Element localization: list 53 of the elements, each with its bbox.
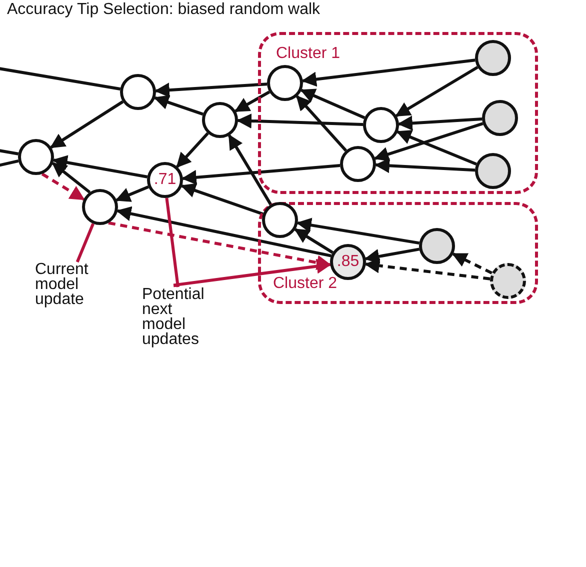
arrow (154, 95, 204, 116)
node-circle (482, 100, 518, 136)
arrow (50, 100, 124, 149)
annotation-text: Potential next model updates (142, 287, 214, 347)
arrow (228, 134, 272, 206)
arrow (374, 122, 484, 162)
connector-line (0, 148, 19, 156)
node-circle (262, 202, 298, 238)
arrow (52, 155, 148, 178)
arrow (181, 164, 340, 185)
arrow (296, 95, 348, 152)
node-circle (490, 263, 526, 299)
arrow (364, 248, 420, 264)
arrow (52, 162, 91, 194)
node-circle (475, 40, 511, 76)
arrow (154, 82, 268, 98)
arrow (236, 113, 364, 128)
arrow (173, 258, 332, 288)
connector-line (0, 159, 19, 168)
arrow (294, 228, 334, 254)
node-circle (267, 65, 303, 101)
cluster-label: Cluster 1 (276, 45, 340, 63)
arrow (452, 252, 493, 274)
leader-line (165, 198, 180, 288)
node-circle (82, 189, 118, 225)
arrow (395, 66, 478, 118)
arrow (115, 186, 149, 202)
node-circle (202, 102, 238, 138)
arrow (41, 172, 85, 201)
node-circle (340, 146, 376, 182)
arrow (296, 218, 420, 245)
arrow (176, 132, 209, 168)
node-circle (18, 139, 54, 175)
arrow (396, 130, 477, 166)
annotation-text: Current model update (35, 262, 101, 307)
cluster-box (258, 202, 538, 304)
node-circle (475, 153, 511, 189)
node-circle: .71 (147, 162, 183, 198)
arrow (364, 258, 490, 280)
node-circle (363, 107, 399, 143)
arrow (300, 88, 366, 120)
leader-line (76, 223, 95, 263)
arrow (234, 90, 270, 112)
arrow (374, 158, 476, 174)
arrow (116, 206, 332, 258)
connector-line (0, 66, 120, 90)
node-circle (419, 228, 455, 264)
arrow (301, 58, 476, 87)
node-circle (120, 74, 156, 110)
cluster-box (258, 32, 538, 194)
diagram-title: Accuracy Tip Selection: biased random walk (7, 1, 320, 19)
arrow (397, 116, 482, 131)
arrow (180, 183, 264, 216)
